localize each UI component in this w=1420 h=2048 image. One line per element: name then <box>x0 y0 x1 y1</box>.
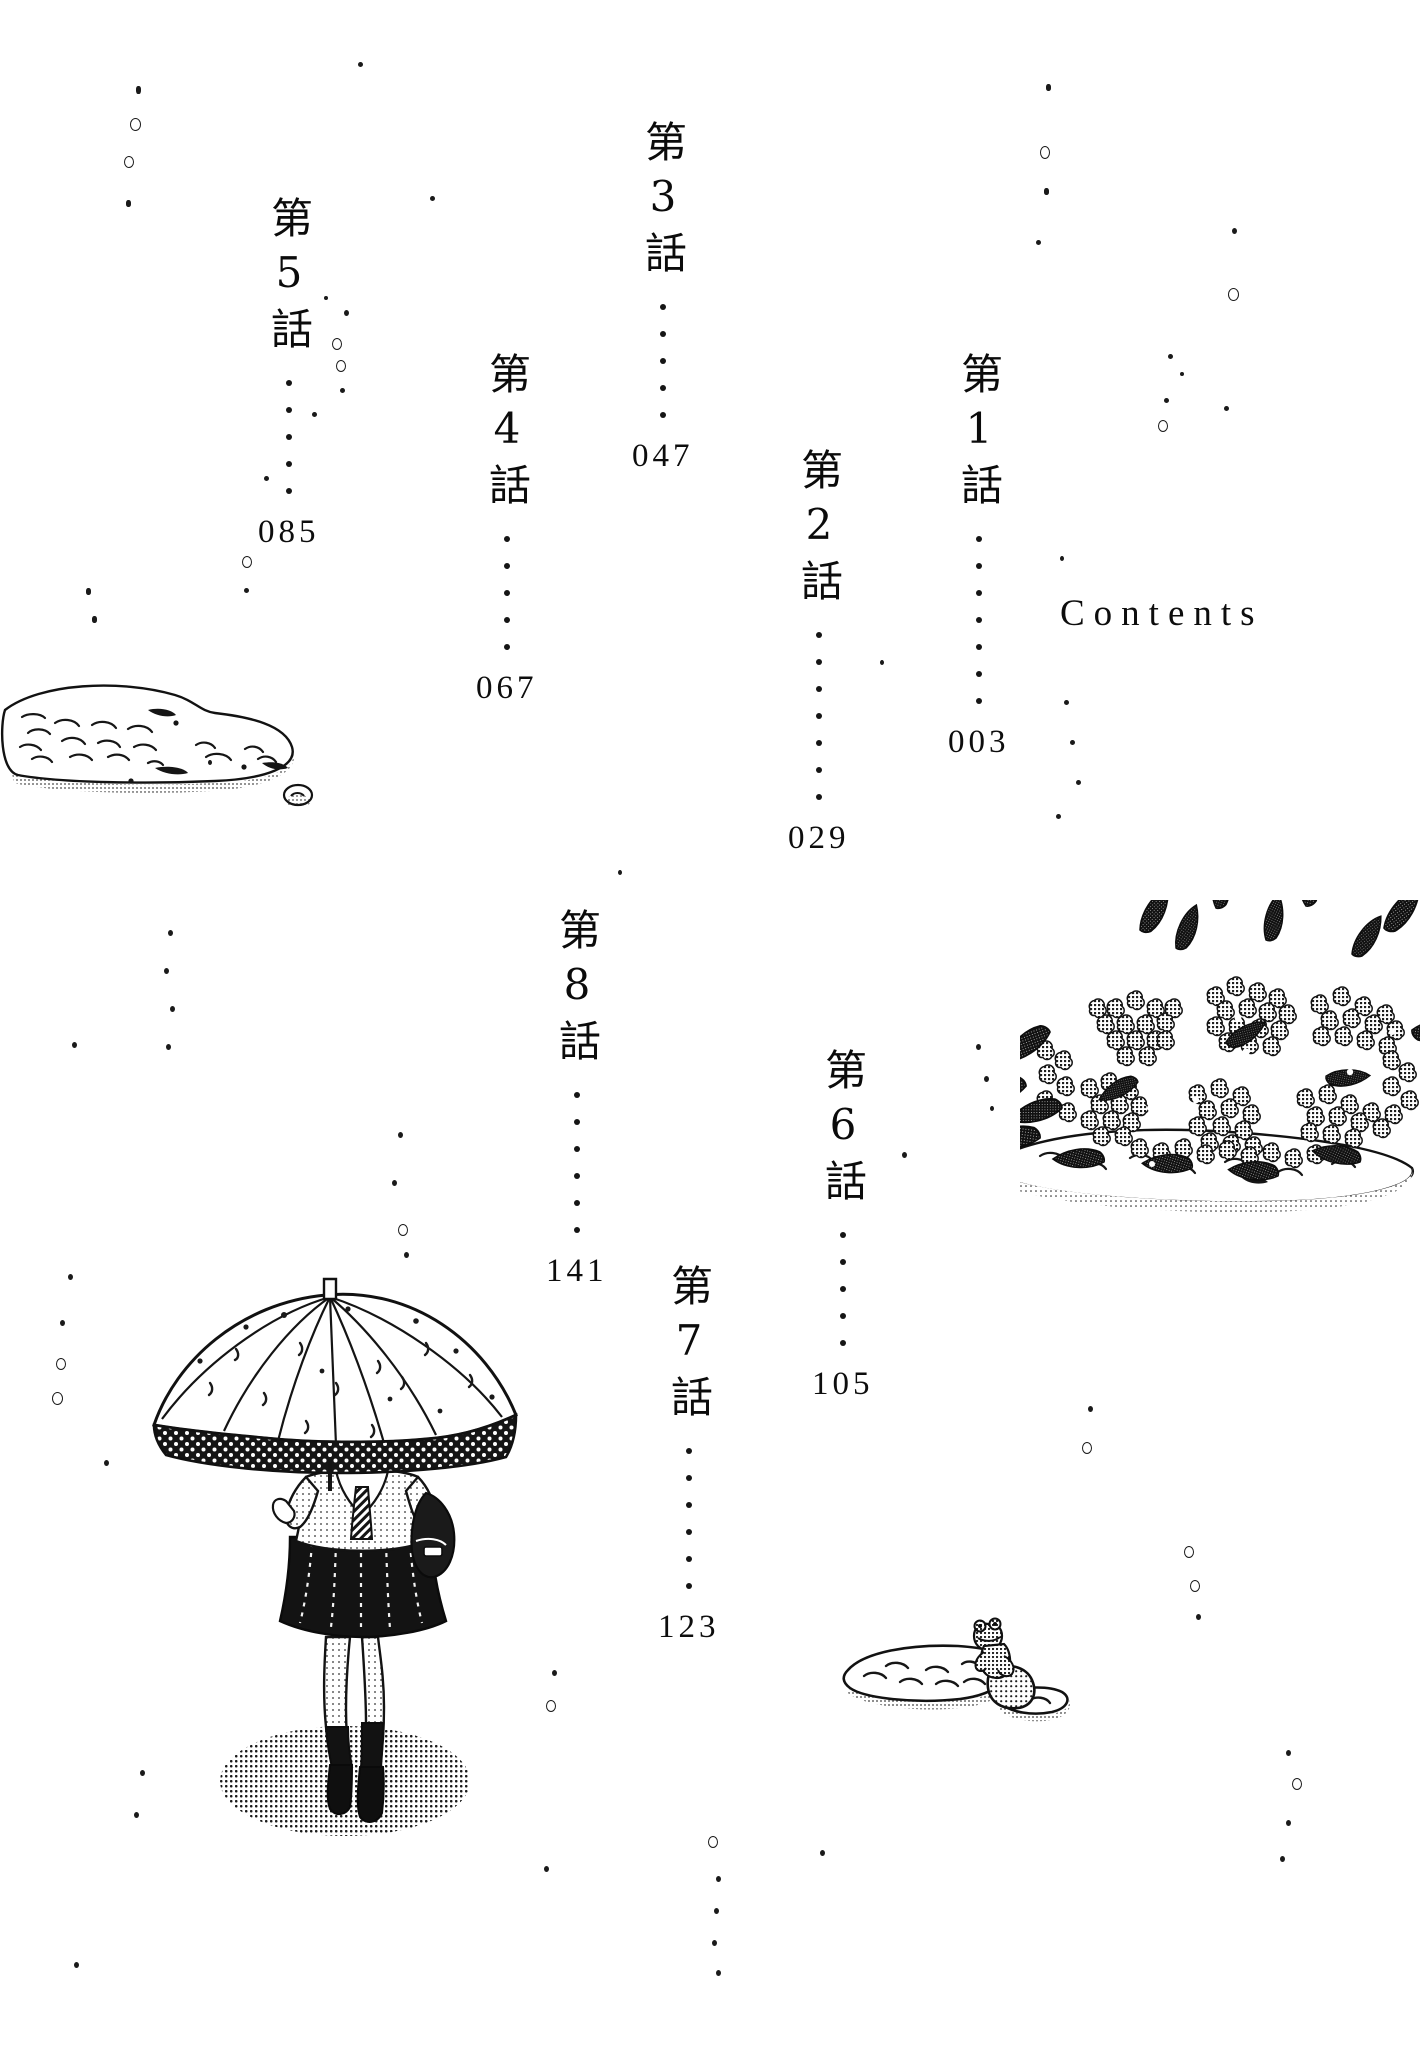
toc-leader-chapter-6 <box>839 1211 846 1346</box>
hydrangea-illustration <box>1020 900 1420 1213</box>
toc-page-chapter-6: 105 <box>812 1366 874 1402</box>
toc-label-chapter-5: 第5話 <box>264 196 314 359</box>
frog-puddle-illustration <box>842 1617 1071 1722</box>
toc-entry-chapter-5[interactable]: 第5話 085 <box>258 196 320 551</box>
toc-leader-chapter-4 <box>503 515 510 650</box>
toc-entry-chapter-2[interactable]: 第2話 029 <box>788 448 850 857</box>
toc-entry-chapter-7[interactable]: 第7話 123 <box>658 1264 720 1646</box>
toc-label-chapter-2: 第2話 <box>794 448 844 611</box>
puddle-illustration <box>0 684 314 807</box>
toc-entry-chapter-3[interactable]: 第3話 047 <box>632 120 694 475</box>
toc-entry-chapter-4[interactable]: 第4話 067 <box>476 352 538 707</box>
toc-leader-chapter-2 <box>815 611 822 800</box>
toc-entry-chapter-8[interactable]: 第8話 141 <box>546 908 608 1290</box>
toc-label-chapter-4: 第4話 <box>482 352 532 515</box>
toc-page-chapter-7: 123 <box>658 1609 720 1645</box>
toc-page-chapter-8: 141 <box>546 1253 608 1289</box>
toc-page-chapter-1: 003 <box>948 724 1010 760</box>
toc-page-chapter-5: 085 <box>258 514 320 550</box>
toc-entry-chapter-1[interactable]: 第1話 003 <box>948 352 1010 761</box>
toc-label-chapter-3: 第3話 <box>638 120 688 283</box>
toc-label-chapter-6: 第6話 <box>818 1048 868 1211</box>
page-title: Contents <box>1060 593 1264 634</box>
toc-label-chapter-1: 第1話 <box>954 352 1004 515</box>
toc-entry-chapter-6[interactable]: 第6話 105 <box>812 1048 874 1403</box>
toc-leader-chapter-7 <box>685 1427 692 1589</box>
toc-leader-chapter-1 <box>975 515 982 704</box>
toc-label-chapter-8: 第8話 <box>552 908 602 1071</box>
toc-leader-chapter-5 <box>285 359 292 494</box>
toc-page-chapter-3: 047 <box>632 438 694 474</box>
schoolgirl-umbrella-illustration <box>152 1277 518 1836</box>
toc-leader-chapter-3 <box>659 283 666 418</box>
toc-label-chapter-7: 第7話 <box>664 1264 714 1427</box>
toc-page-chapter-2: 029 <box>788 820 850 856</box>
toc-leader-chapter-8 <box>573 1071 580 1233</box>
toc-page-chapter-4: 067 <box>476 670 538 706</box>
